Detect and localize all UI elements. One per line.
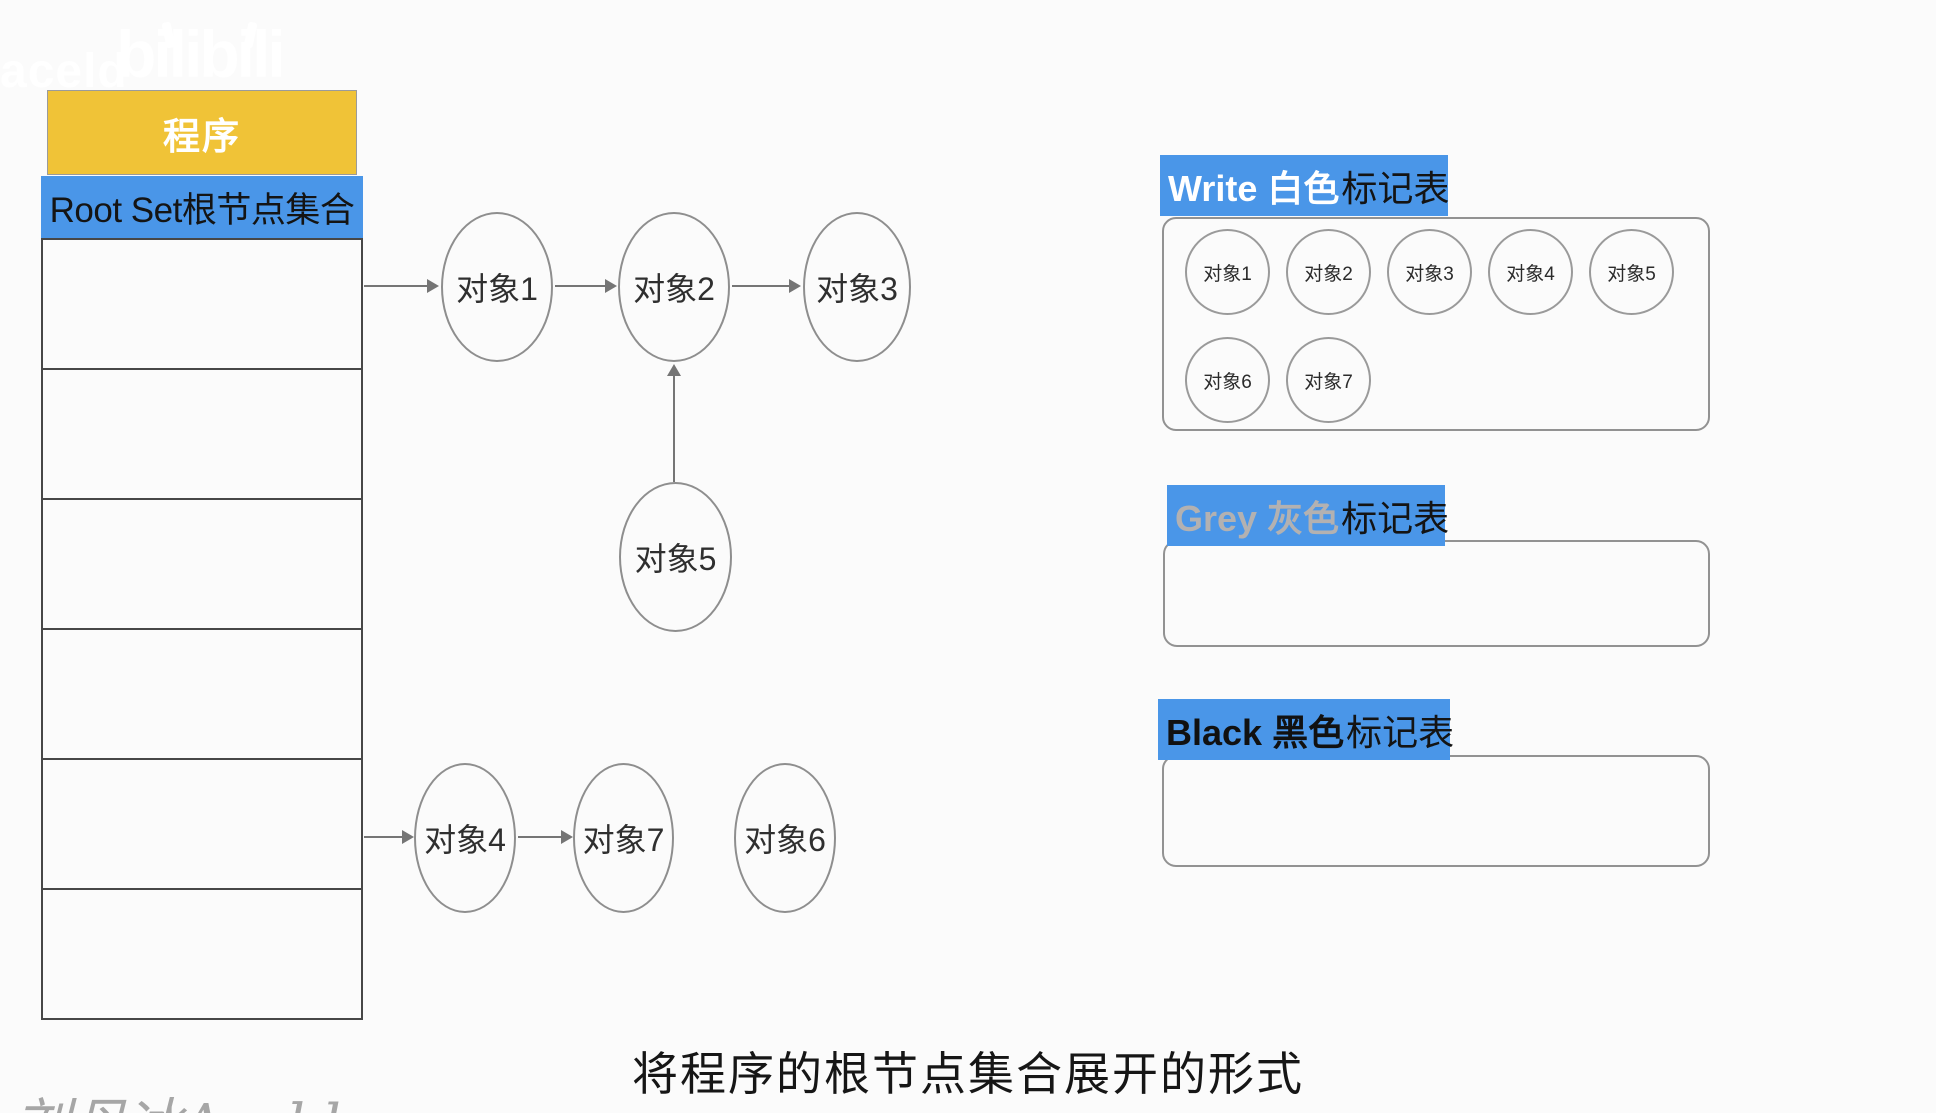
table-row: [43, 758, 361, 888]
table-row: [43, 498, 361, 628]
node-obj3: 对象3: [803, 212, 911, 362]
white-item-obj3: 对象3: [1387, 229, 1472, 315]
node-label: 对象4: [424, 822, 506, 858]
bilibili-logo: bilibili: [116, 17, 286, 91]
mini-label: 对象1: [1203, 263, 1252, 285]
node-label: 对象5: [634, 541, 717, 577]
white-item-obj6: 对象6: [1185, 337, 1270, 423]
node-label: 对象2: [633, 271, 715, 307]
mini-label: 对象6: [1203, 371, 1252, 393]
caption: 将程序的根节点集合展开的形式: [632, 1048, 1304, 1100]
table-row: [43, 368, 361, 498]
grey-table-label-en: Grey 灰色: [1175, 497, 1340, 539]
node-obj4: 对象4: [414, 763, 516, 913]
black-table-label-zh: 标记表: [1346, 711, 1455, 753]
node-obj1: 对象1: [441, 212, 553, 362]
mini-label: 对象7: [1304, 371, 1353, 393]
author-watermark: 刘丹冰Aceld: [14, 1080, 341, 1113]
node-obj7: 对象7: [573, 763, 674, 913]
grey-table-label-zh: 标记表: [1341, 497, 1450, 539]
node-label: 对象6: [744, 822, 826, 858]
white-mark-table: 对象1 对象2 对象3 对象4 对象5 对象6 对象7: [1162, 217, 1710, 431]
table-row: [43, 628, 361, 758]
mini-label: 对象2: [1304, 263, 1353, 285]
white-table-label-en: Write 白色: [1168, 167, 1340, 209]
grey-table-label: Grey 灰色标记表: [1167, 485, 1449, 546]
arrow-obj2-to-obj3: [732, 279, 801, 293]
arrow-obj4-to-obj7: [518, 830, 573, 844]
aceld-watermark: aceld: [0, 45, 128, 98]
node-label: 对象7: [582, 822, 665, 858]
node-label: 对象1: [456, 271, 538, 307]
arrow-obj5-to-obj2: [667, 364, 681, 482]
mini-label: 对象4: [1506, 263, 1555, 285]
node-obj2: 对象2: [618, 212, 730, 362]
grey-mark-table: [1163, 540, 1710, 647]
node-obj6: 对象6: [734, 763, 836, 913]
arrow-rootset-to-obj4: [364, 830, 414, 844]
root-set-table: Root Set根节点集合: [41, 176, 363, 1020]
white-item-obj5: 对象5: [1589, 229, 1674, 315]
white-item-obj2: 对象2: [1286, 229, 1371, 315]
node-obj5: 对象5: [619, 482, 732, 632]
table-row: [43, 238, 361, 368]
root-set-rows: [41, 238, 363, 1020]
table-row: [43, 888, 361, 1018]
white-table-label: Write 白色标记表: [1160, 155, 1450, 216]
black-table-label-en: Black 黑色: [1166, 711, 1345, 753]
white-item-obj1: 对象1: [1185, 229, 1270, 315]
root-set-label: Root Set根节点集合: [41, 176, 363, 238]
black-table-label: Black 黑色标记表: [1158, 699, 1454, 760]
black-mark-table: [1162, 755, 1710, 867]
arrow-rootset-to-obj1: [364, 279, 439, 293]
white-table-label-zh: 标记表: [1341, 167, 1450, 209]
mini-label: 对象5: [1607, 263, 1656, 285]
arrow-obj1-to-obj2: [555, 279, 617, 293]
white-item-obj7: 对象7: [1286, 337, 1371, 423]
mini-label: 对象3: [1405, 263, 1454, 285]
white-item-obj4: 对象4: [1488, 229, 1573, 315]
program-header: 程序: [47, 90, 357, 175]
node-label: 对象3: [816, 271, 898, 307]
